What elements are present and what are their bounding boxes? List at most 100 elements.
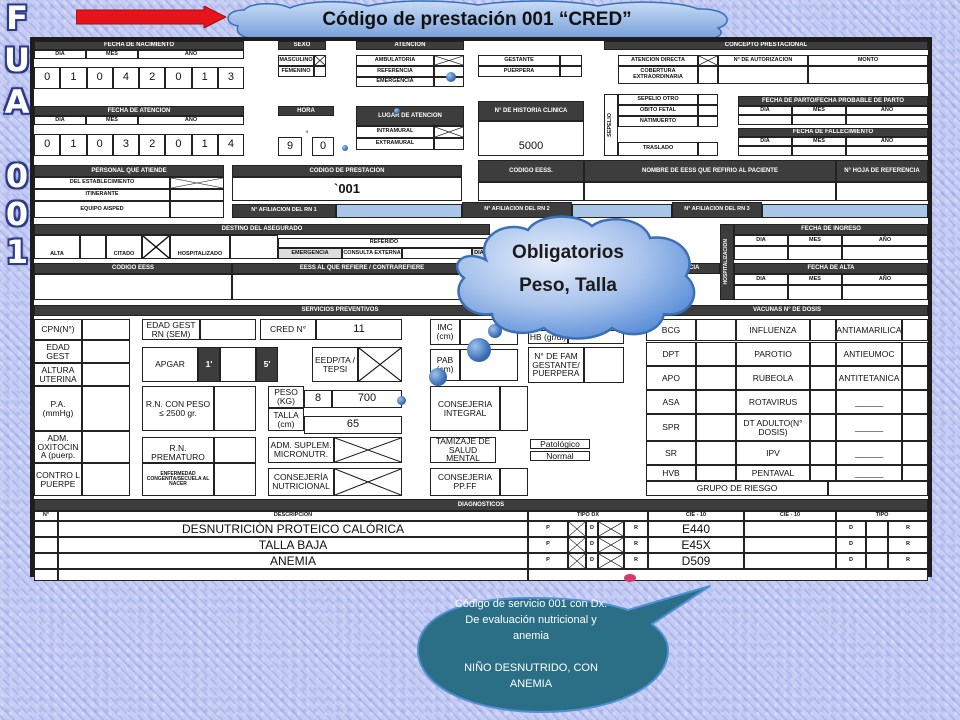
fecha-atencion-digit-4[interactable]: 2: [139, 134, 166, 156]
fecha-atencion-digit-6[interactable]: 1: [191, 134, 218, 156]
diag-row-1-d-check[interactable]: [598, 537, 624, 553]
vacuna-b-6-value[interactable]: [810, 465, 836, 481]
hoja-referencia-value[interactable]: [836, 182, 928, 201]
peso-kg-value[interactable]: 8: [304, 390, 332, 408]
diag-row-0-cie[interactable]: E440: [648, 521, 744, 537]
vacuna-b-3-value[interactable]: [810, 390, 836, 414]
ref-consulta-check[interactable]: [402, 248, 472, 259]
fecha-atencion-digit-2[interactable]: 0: [86, 134, 113, 156]
vacuna-c-0-value[interactable]: [902, 319, 928, 341]
del-establecimiento-check[interactable]: [170, 177, 224, 189]
vacuna-b-2-value[interactable]: [810, 366, 836, 390]
diag-row-0-t-d-check[interactable]: [866, 521, 888, 537]
cobertura-check[interactable]: [698, 66, 718, 84]
fecha-nacimiento-digit-5[interactable]: 0: [165, 67, 192, 89]
talla-value[interactable]: 65: [304, 416, 402, 434]
vacuna-6-value[interactable]: [696, 465, 736, 481]
diag-row-2-cie2[interactable]: [744, 553, 836, 569]
diag-row-2-p-check[interactable]: [568, 553, 586, 569]
fi-dia-value[interactable]: [734, 246, 788, 260]
hospitalizado-check[interactable]: [230, 235, 278, 259]
gestante-check[interactable]: [560, 55, 582, 66]
enfermedad-value[interactable]: [214, 463, 256, 496]
edad-gest-value[interactable]: [82, 340, 130, 363]
fecha-nacimiento-digit-1[interactable]: 1: [60, 67, 87, 89]
apgar-1-value[interactable]: [220, 347, 256, 382]
sexo-femenino-check[interactable]: [314, 66, 326, 77]
traslado-check[interactable]: [698, 142, 718, 156]
diag-row-1-p-check[interactable]: [568, 537, 586, 553]
nfam-value[interactable]: [584, 347, 624, 383]
natimuerto-check[interactable]: [698, 116, 718, 127]
nombre-eess-value[interactable]: [584, 182, 836, 201]
diag-row-2-d-check[interactable]: [598, 553, 624, 569]
pa-value[interactable]: [82, 386, 130, 431]
vacuna-0-value[interactable]: [696, 319, 736, 341]
fecha-nacimiento-digit-6[interactable]: 1: [191, 67, 218, 89]
diag-row-3-rest[interactable]: [528, 569, 928, 581]
fal-mes-value[interactable]: [788, 285, 842, 300]
itinerante-check[interactable]: [170, 189, 224, 201]
atencion-ambulatoria-check[interactable]: [434, 55, 464, 66]
fecha-nacimiento-digit-3[interactable]: 4: [112, 67, 139, 89]
extramural-check[interactable]: [434, 138, 464, 150]
fecha-nacimiento-digit-2[interactable]: 0: [86, 67, 113, 89]
afiliacion-rn1-value[interactable]: [336, 204, 462, 218]
vacuna-2-value[interactable]: [696, 366, 736, 390]
diag-row-1-t-d-check[interactable]: [866, 537, 888, 553]
fecha-nacimiento-digit-7[interactable]: 3: [217, 67, 244, 89]
diag-row-2-desc[interactable]: ANEMIA: [58, 553, 528, 569]
monto-value[interactable]: [808, 66, 928, 84]
edad-gest-rn-value[interactable]: [200, 319, 256, 340]
vacuna-c-2-value[interactable]: [902, 366, 928, 390]
vacuna-3-value[interactable]: [696, 390, 736, 414]
fi-anio-value[interactable]: [842, 246, 928, 260]
vacuna-c-3-value[interactable]: [902, 390, 928, 414]
fp-mes-value[interactable]: [792, 115, 846, 125]
diag-row-0-p-check[interactable]: [568, 521, 586, 537]
eedp-check[interactable]: [358, 347, 402, 382]
fecha-nacimiento-digit-0[interactable]: 0: [34, 67, 61, 89]
cred-value[interactable]: 11: [316, 319, 402, 340]
vacuna-1-value[interactable]: [696, 342, 736, 366]
codigo-eess-value[interactable]: [478, 182, 584, 201]
fecha-atencion-digit-3[interactable]: 3: [112, 134, 139, 156]
intramural-check[interactable]: [434, 126, 464, 138]
diag-row-1-cie[interactable]: E45X: [648, 537, 744, 553]
altura-uterina-value[interactable]: [82, 363, 130, 386]
atencion-directa-check[interactable]: [698, 55, 718, 66]
peso-g-value[interactable]: 700: [332, 390, 402, 408]
ff-mes-value[interactable]: [792, 146, 846, 156]
codigo-prestacion-value[interactable]: `001: [232, 177, 462, 201]
eess-refiere-value[interactable]: [232, 274, 492, 300]
grupo-riesgo-value[interactable]: [828, 481, 928, 496]
ff-dia-value[interactable]: [738, 146, 792, 156]
cpn-value[interactable]: [82, 319, 130, 340]
sexo-masculino-check[interactable]: [314, 55, 326, 66]
diag-row-3-desc[interactable]: [58, 569, 528, 581]
fecha-atencion-digit-7[interactable]: 4: [217, 134, 244, 156]
oxitocina-value[interactable]: [82, 431, 130, 463]
fp-anio-value[interactable]: [846, 115, 928, 125]
alta-check[interactable]: [80, 235, 106, 259]
ff-anio-value[interactable]: [846, 146, 928, 156]
consejeria-integral-check[interactable]: [500, 386, 528, 431]
codigo-eess-ref-value[interactable]: [34, 274, 232, 300]
vacuna-c-5-value[interactable]: [902, 441, 928, 465]
hora-h[interactable]: 9: [278, 137, 302, 156]
fecha-atencion-digit-1[interactable]: 1: [60, 134, 87, 156]
diag-row-0-desc[interactable]: DESNUTRICIÒN PROTEICO CALÓRICA: [58, 521, 528, 537]
afiliacion-rn3-value[interactable]: [762, 204, 928, 218]
fecha-atencion-digit-5[interactable]: 0: [165, 134, 192, 156]
diag-row-0-d-check[interactable]: [598, 521, 624, 537]
fal-anio-value[interactable]: [842, 285, 928, 300]
suplem-check[interactable]: [334, 437, 402, 463]
diag-row-1-desc[interactable]: TALLA BAJA: [58, 537, 528, 553]
historia-value[interactable]: 5000: [478, 121, 584, 156]
equipo-aisped-check[interactable]: [170, 201, 224, 218]
hora-m[interactable]: 0: [312, 137, 334, 156]
vacuna-c-4-value[interactable]: [902, 414, 928, 441]
diag-row-0-cie2[interactable]: [744, 521, 836, 537]
citado-check[interactable]: [142, 235, 170, 259]
vacuna-c-6-value[interactable]: [902, 465, 928, 481]
